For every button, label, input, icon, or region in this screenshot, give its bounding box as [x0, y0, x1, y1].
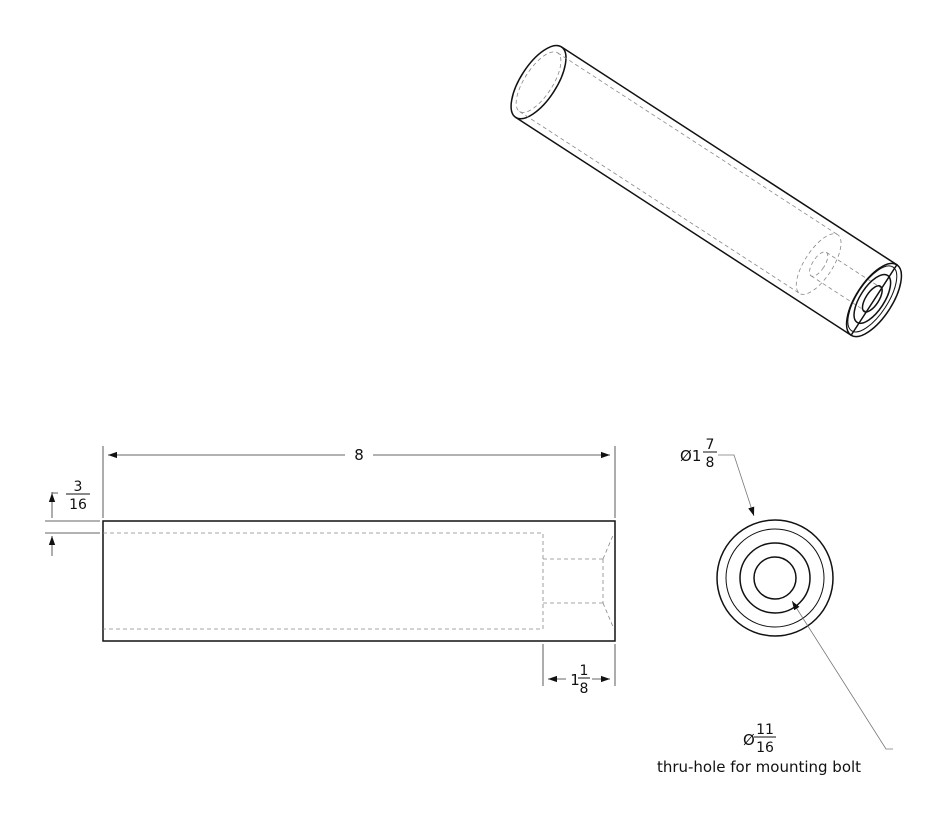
- hole-denominator: 16: [756, 740, 774, 756]
- iso-thru-hole: [861, 285, 883, 313]
- length-value: 8: [354, 446, 364, 464]
- end-counterbore-circle: [739, 542, 811, 614]
- iso-near-rim: [847, 265, 898, 333]
- end-outer-circle: [716, 519, 834, 637]
- iso-hidden-far-inner: [515, 51, 562, 113]
- iso-hidden-hole-end: [809, 251, 829, 277]
- hole-numerator: 11: [756, 722, 774, 738]
- od-symbol: Ø: [680, 447, 692, 465]
- od-symbol-whole: Ø1: [680, 447, 701, 465]
- thru-hole-callout: Ø 11 16 thru-hole for mounting bolt: [657, 600, 893, 776]
- wall-thickness-dimension: 3 16: [45, 479, 100, 556]
- iso-hidden-bore: [519, 52, 838, 294]
- isometric-view: [510, 44, 903, 338]
- iso-counterbore-ring: [853, 273, 892, 325]
- side-hidden-bore: [103, 532, 544, 630]
- hole-note: thru-hole for mounting bolt: [657, 758, 861, 776]
- hole-symbol: Ø: [743, 731, 755, 749]
- wall-denominator: 16: [69, 497, 87, 513]
- depth-numerator: 1: [580, 663, 589, 679]
- od-denominator: 8: [706, 455, 715, 471]
- wall-numerator: 3: [74, 479, 83, 495]
- side-body-outline: [102, 520, 616, 642]
- end-thru-hole-circle: [753, 556, 797, 600]
- side-hidden-hole: [543, 558, 603, 604]
- iso-hidden-counterbore: [795, 233, 842, 295]
- od-numerator: 7: [706, 437, 715, 453]
- length-dimension: 8: [102, 446, 616, 518]
- counterbore-depth-dimension: 1 1 8: [542, 644, 616, 697]
- side-hidden-countersink: [602, 532, 615, 630]
- iso-cylinder-body: [515, 46, 898, 337]
- outer-diameter-callout: Ø1 7 8: [680, 437, 755, 517]
- depth-whole: 1: [570, 671, 580, 689]
- iso-far-end: [510, 44, 567, 120]
- side-view: 8 3 16 1 1 8: [45, 446, 616, 697]
- end-view: Ø1 7 8 Ø 11 16 thru-hole for mounting bo…: [657, 437, 893, 776]
- od-whole: 1: [692, 447, 702, 465]
- end-rim-circle: [725, 528, 825, 628]
- depth-denominator: 8: [580, 681, 589, 697]
